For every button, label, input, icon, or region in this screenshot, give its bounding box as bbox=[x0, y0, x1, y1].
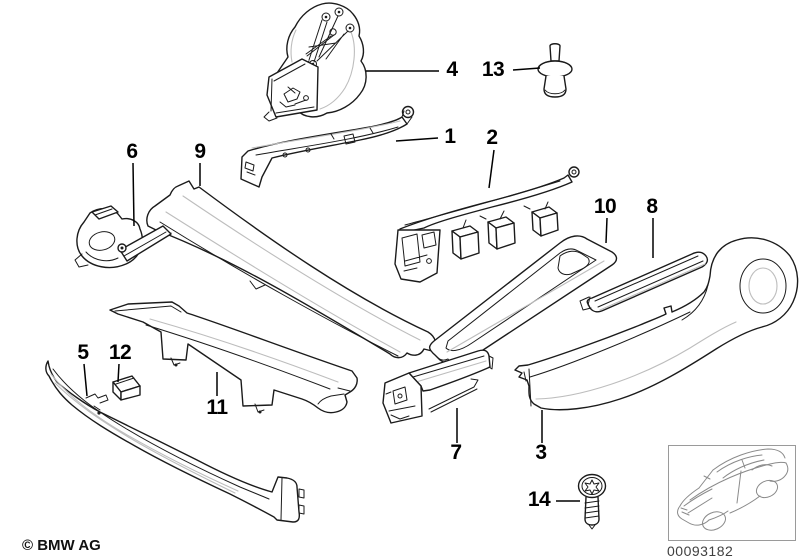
car-silhouette-icon bbox=[677, 448, 789, 531]
callout-3[interactable]: 3 bbox=[535, 441, 547, 464]
callout-11[interactable]: 11 bbox=[206, 396, 228, 419]
part-6-drawing bbox=[74, 205, 172, 269]
part-8-drawing bbox=[579, 251, 709, 313]
part-1-drawing bbox=[240, 105, 415, 188]
callout-12[interactable]: 12 bbox=[108, 341, 132, 364]
leader-lines bbox=[83, 67, 654, 502]
callout-9[interactable]: 9 bbox=[194, 140, 206, 163]
callout-1[interactable]: 1 bbox=[444, 125, 456, 148]
part-11-drawing bbox=[109, 301, 358, 414]
callout-10[interactable]: 10 bbox=[593, 195, 617, 218]
part-3-drawing bbox=[514, 237, 799, 411]
part-12-drawing bbox=[112, 375, 141, 401]
callout-2[interactable]: 2 bbox=[486, 126, 498, 149]
callout-6[interactable]: 6 bbox=[126, 140, 138, 163]
callout-4[interactable]: 4 bbox=[446, 58, 458, 81]
callout-8[interactable]: 8 bbox=[646, 195, 658, 218]
callout-7[interactable]: 7 bbox=[450, 441, 462, 464]
diagram-number: 00093182 bbox=[667, 543, 734, 559]
part-13-drawing bbox=[537, 43, 573, 98]
part-7-drawing bbox=[382, 349, 494, 424]
part-4-drawing bbox=[263, 2, 367, 122]
callout-13[interactable]: 13 bbox=[481, 58, 505, 81]
vehicle-thumbnail bbox=[668, 445, 796, 541]
callout-14[interactable]: 14 bbox=[527, 488, 551, 511]
copyright-label: © BMW AG bbox=[22, 537, 101, 554]
callout-5[interactable]: 5 bbox=[77, 341, 89, 364]
part-5-drawing bbox=[45, 360, 305, 523]
part-10-drawing bbox=[428, 235, 618, 365]
part-14-drawing bbox=[577, 473, 607, 530]
part-2-drawing bbox=[394, 166, 580, 283]
